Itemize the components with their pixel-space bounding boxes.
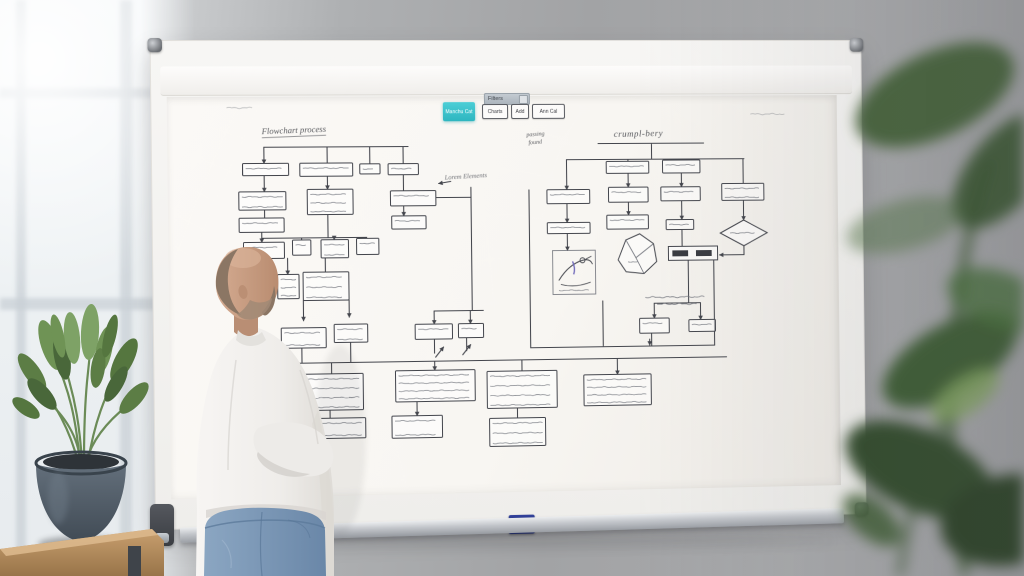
board-shadow (185, 536, 835, 546)
window-mullion (0, 298, 195, 310)
